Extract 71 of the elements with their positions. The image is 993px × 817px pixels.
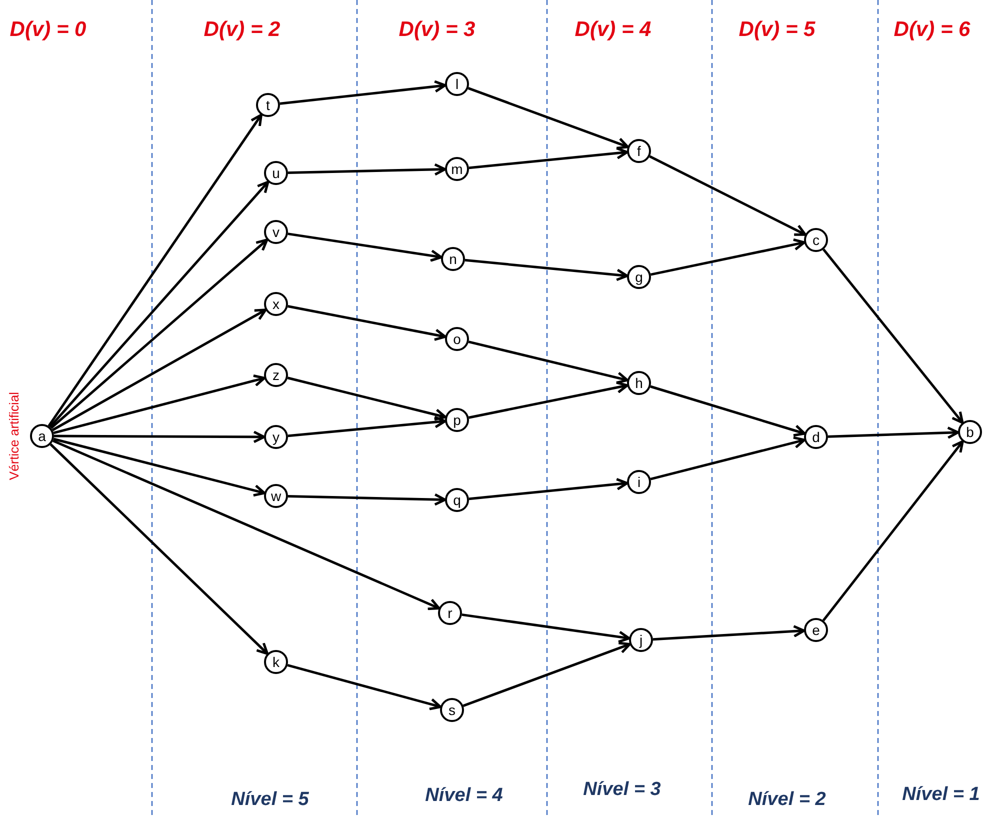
vertex-circle: h — [627, 371, 651, 395]
vertex-circle: r — [438, 601, 462, 625]
vertex-circle: s — [440, 698, 464, 722]
vertex-circle: q — [445, 488, 469, 512]
arrow — [288, 305, 446, 341]
arrow — [822, 440, 964, 622]
vertex-circle: t — [256, 93, 280, 117]
arrow — [468, 478, 628, 500]
vertex-circle: g — [627, 265, 651, 289]
arrow — [652, 625, 806, 641]
arrow — [288, 232, 442, 262]
arrow — [462, 642, 631, 707]
vertex-circle: x — [264, 292, 288, 316]
arrow — [650, 238, 806, 276]
vertex-circle: c — [804, 228, 828, 252]
arrow — [828, 426, 960, 439]
arrow — [287, 376, 447, 421]
arrow — [468, 146, 628, 170]
vertex-circle: o — [445, 327, 469, 351]
arrow — [464, 258, 628, 282]
arrow — [53, 438, 266, 497]
vertex-circle: u — [264, 161, 288, 185]
vertex-circle: j — [629, 628, 653, 652]
vertex-circle: k — [264, 650, 288, 674]
arrow — [49, 180, 270, 428]
arrow — [462, 613, 630, 644]
arrow — [287, 664, 442, 710]
arrow — [650, 385, 806, 437]
arrow — [288, 416, 446, 438]
level-label: Nível = 1 — [902, 784, 980, 806]
distance-label: D(v) = 3 — [398, 18, 476, 42]
distance-label: D(v) = 4 — [574, 18, 652, 42]
arrow — [50, 238, 268, 430]
arrow — [468, 340, 629, 384]
arrow — [468, 381, 628, 419]
vertex-circle: l — [445, 72, 469, 96]
arrow — [48, 114, 262, 427]
vertex-circle: i — [627, 470, 651, 494]
vertex-circle: d — [804, 425, 828, 449]
level-label: Nível = 2 — [748, 789, 826, 811]
vertex-circle: m — [445, 157, 469, 181]
arrow — [649, 155, 807, 236]
arrow — [53, 374, 266, 434]
level-label: Nível = 3 — [583, 779, 661, 801]
vertex-circle: b — [958, 420, 982, 444]
vertex-caption: Vértice artificial — [6, 392, 22, 480]
arrow — [288, 163, 446, 176]
arrow — [468, 86, 629, 150]
vertex-circle: w — [264, 484, 288, 508]
vertex-circle: y — [264, 425, 288, 449]
arrow — [288, 493, 446, 506]
vertex-circle: e — [804, 618, 828, 642]
vertex-circle: p — [445, 408, 469, 432]
arrow — [280, 80, 446, 105]
vertex-circle: a — [30, 424, 54, 448]
arrow — [52, 308, 267, 432]
level-label: Nível = 5 — [231, 789, 309, 811]
distance-label: D(v) = 6 — [894, 18, 970, 42]
arrow — [650, 436, 806, 480]
distance-label: D(v) = 0 — [10, 18, 86, 42]
arrow — [50, 443, 269, 655]
vertex-circle: f — [627, 139, 651, 163]
vertex-circle: z — [264, 363, 288, 387]
arrow — [54, 430, 266, 444]
distance-label: D(v) = 2 — [204, 18, 280, 42]
arrow — [822, 248, 964, 424]
distance-label: D(v) = 5 — [738, 18, 816, 42]
arrow — [52, 440, 440, 610]
vertex-circle: n — [441, 247, 465, 271]
level-label: Nível = 4 — [425, 785, 503, 807]
vertex-circle: v — [264, 220, 288, 244]
